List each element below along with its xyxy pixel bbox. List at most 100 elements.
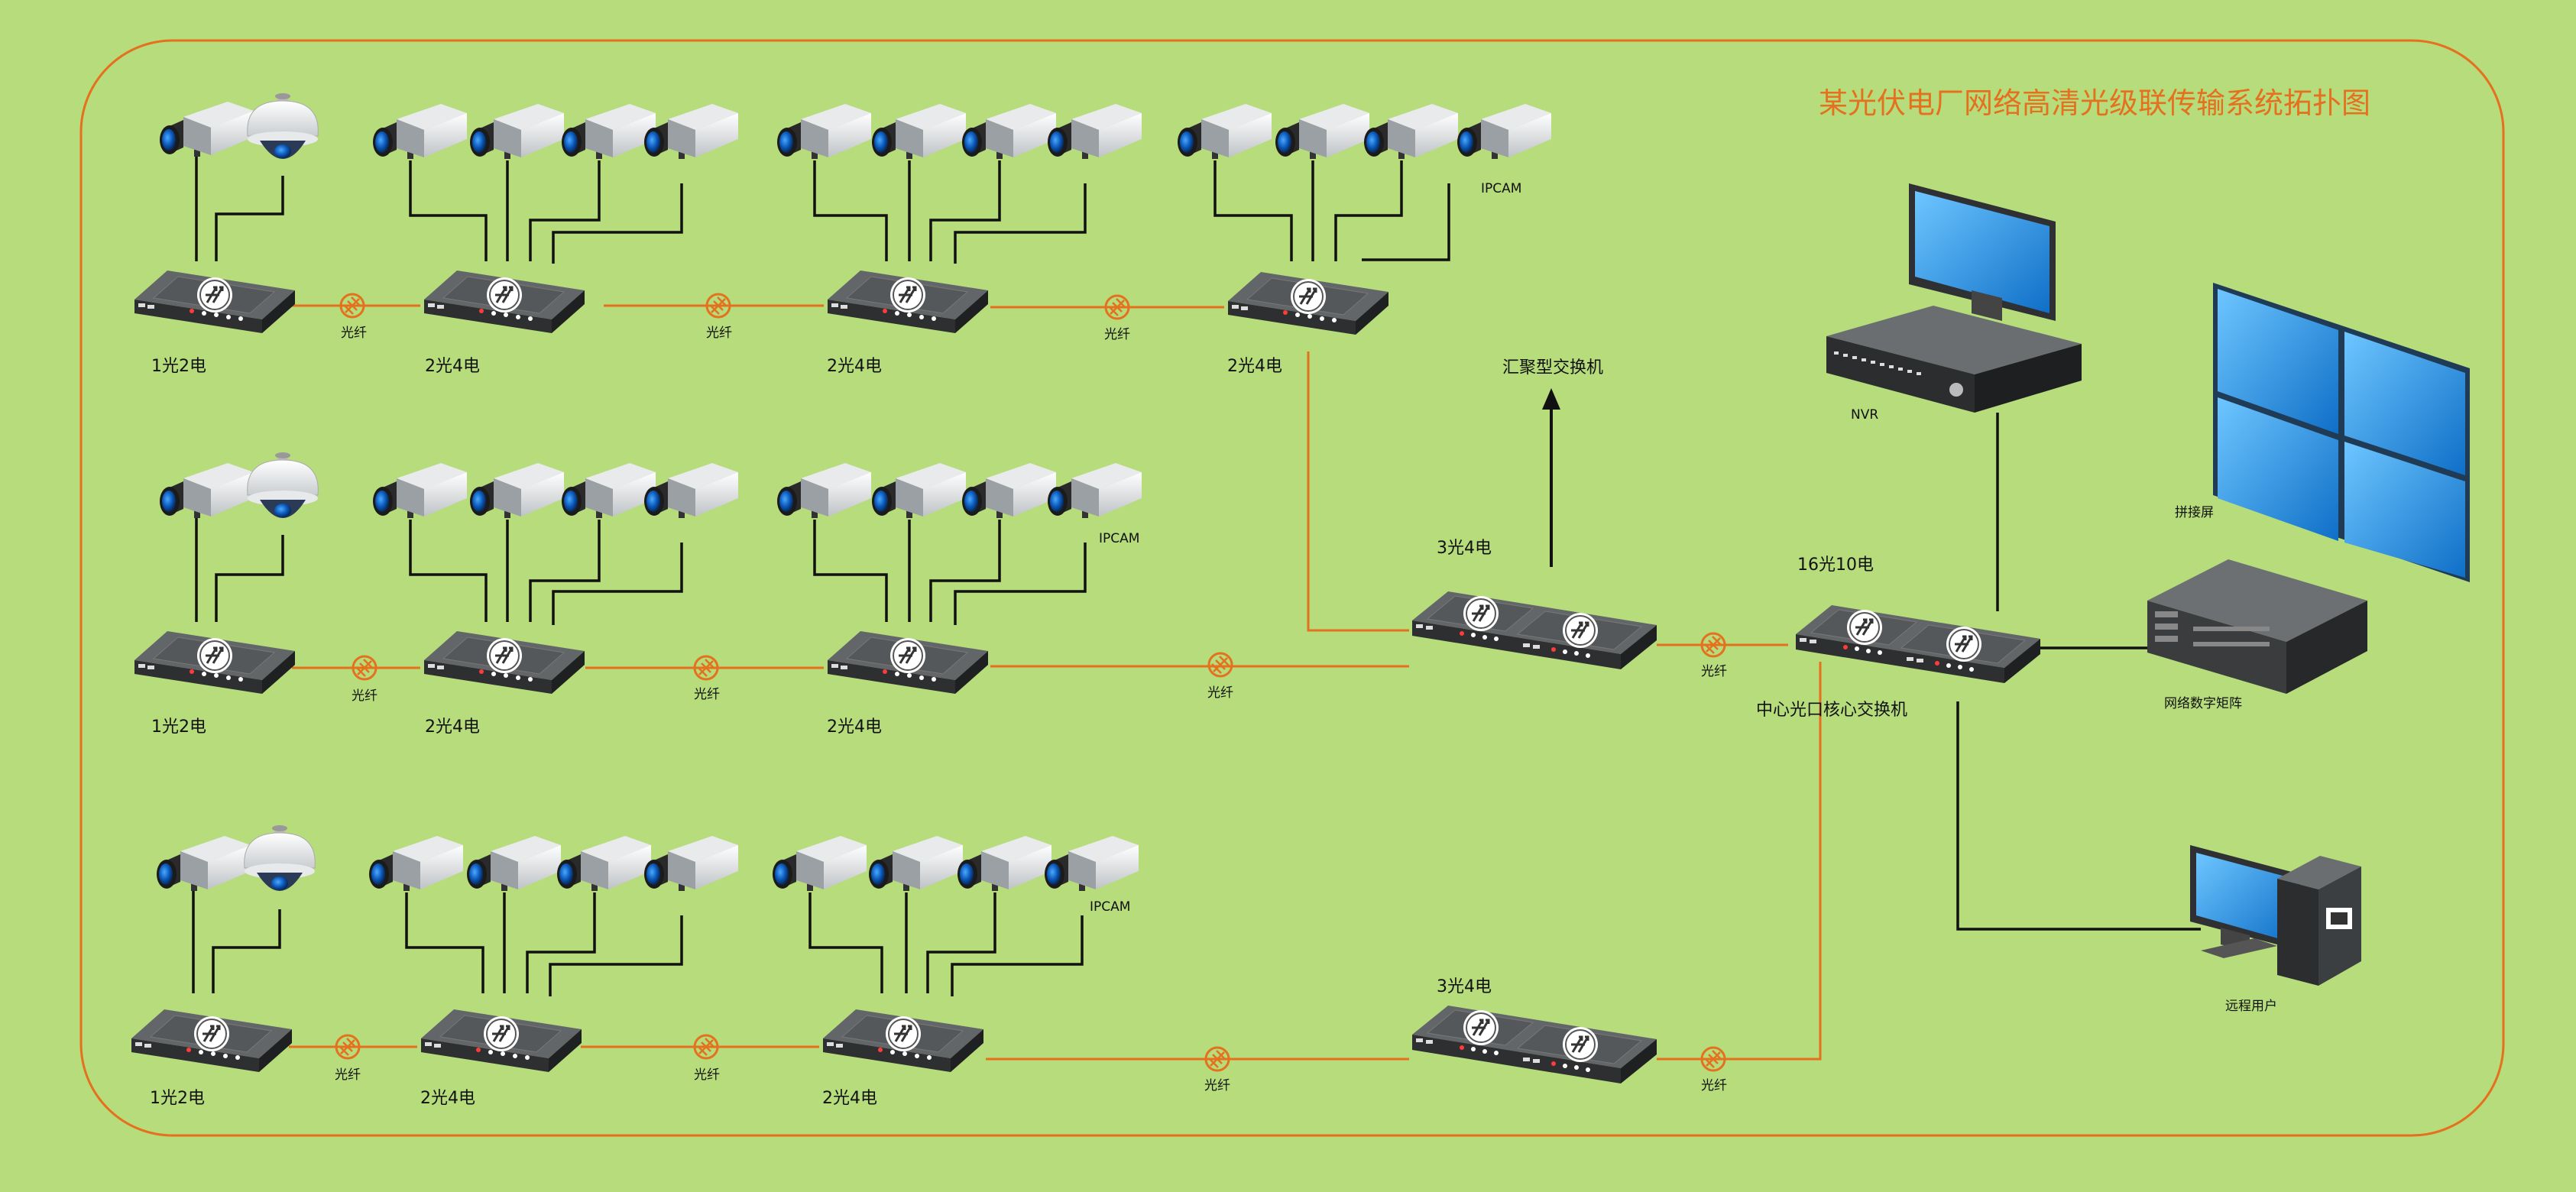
fiber-label: 光纤	[1104, 327, 1130, 342]
switch-label: 2光4电	[827, 357, 882, 376]
ipcam-label: IPCAM	[1481, 181, 1521, 196]
network-switch-icon	[133, 269, 296, 335]
box-camera-icon	[467, 836, 561, 891]
fiber-label: 光纤	[706, 326, 732, 341]
fiber-connector-icon	[1204, 1046, 1230, 1072]
fiber-connector-icon	[693, 655, 719, 681]
box-camera-icon	[1045, 836, 1139, 891]
box-camera-icon	[562, 463, 656, 518]
switch-label: 2光4电	[827, 717, 882, 737]
box-camera-icon	[644, 463, 738, 518]
desktop-computer-icon	[2190, 845, 2361, 986]
fiber-label: 光纤	[1701, 664, 1727, 679]
fiber-label: 光纤	[352, 688, 377, 704]
core-copper-links	[1956, 413, 2201, 931]
ipcam-label: IPCAM	[1090, 899, 1130, 915]
aggregation-switch-label: 汇聚型交换机	[1502, 358, 1603, 377]
fiber-label: 光纤	[1207, 685, 1233, 701]
switch-label: 2光4电	[425, 357, 480, 376]
matrix-label: 网络数字矩阵	[2164, 696, 2242, 711]
remote-user-label: 远程用户	[2225, 999, 2277, 1014]
row1-fiber-links	[292, 304, 1409, 632]
fiber-connector-icon	[339, 293, 365, 319]
network-switch-icon	[1794, 604, 2042, 685]
box-camera-icon	[1048, 463, 1142, 518]
network-switch-icon	[1226, 270, 1390, 336]
box-camera-icon	[470, 104, 564, 159]
box-camera-icon	[1457, 104, 1551, 159]
box-camera-icon	[1364, 104, 1458, 159]
box-camera-icon	[157, 836, 251, 891]
row1-copper-links	[195, 157, 1450, 264]
fiber-label: 光纤	[1204, 1078, 1230, 1093]
box-camera-icon	[962, 104, 1056, 159]
row3-fiber-links	[289, 1045, 1409, 1061]
box-camera-icon	[777, 104, 871, 159]
nvr-label: NVR	[1851, 407, 1878, 423]
fiber-connector-icon	[1207, 652, 1233, 678]
box-camera-icon	[869, 836, 963, 891]
nvr-icon	[1826, 183, 2082, 413]
network-switch-icon	[826, 630, 990, 695]
fiber-connector-icon	[693, 1034, 719, 1060]
server-rack-icon	[2147, 559, 2367, 694]
fiber-connector-icon	[1700, 632, 1726, 658]
row-1: 光纤 光纤 光纤 IPCAM 1光2电 2光4电 2光4电 2光4电	[133, 92, 1551, 632]
network-switch-icon	[133, 630, 296, 695]
fiber-label: 光纤	[335, 1067, 361, 1083]
box-camera-icon	[962, 463, 1056, 518]
box-camera-icon	[160, 463, 254, 518]
switch-label: 1光2电	[151, 717, 206, 737]
box-camera-icon	[160, 102, 254, 157]
box-camera-icon	[373, 104, 467, 159]
box-camera-icon	[1048, 104, 1142, 159]
dome-camera-icon	[247, 452, 319, 519]
switch-label: 3光4电	[1437, 977, 1492, 996]
video-wall-label: 拼接屏	[2175, 505, 2214, 520]
row-2: 光纤 光纤 光纤 IPCAM 1光2电 2光4电 2光4电	[133, 452, 1409, 737]
network-switch-icon	[1411, 1004, 1658, 1085]
fiber-connector-icon	[352, 655, 377, 681]
fiber-label: 光纤	[694, 687, 720, 702]
diagram-frame	[79, 39, 2505, 1137]
fiber-connector-icon	[335, 1034, 361, 1060]
fiber-label: 光纤	[1701, 1078, 1727, 1093]
box-camera-icon	[470, 463, 564, 518]
network-switch-icon	[826, 269, 990, 335]
network-switch-icon	[423, 630, 586, 695]
switch-label: 1光2电	[151, 357, 206, 376]
box-camera-icon	[1275, 104, 1369, 159]
network-switch-icon	[423, 269, 586, 335]
switch-label: 16光10电	[1797, 556, 1874, 575]
box-camera-icon	[644, 836, 738, 891]
dome-camera-icon	[247, 92, 319, 160]
box-camera-icon	[644, 104, 738, 159]
box-camera-icon	[373, 463, 467, 518]
box-camera-icon	[562, 104, 656, 159]
network-switch-icon	[420, 1008, 583, 1074]
box-camera-icon	[957, 836, 1051, 891]
row2-copper-links	[195, 518, 1087, 625]
core-fiber-links	[1657, 643, 1822, 1061]
box-camera-icon	[777, 463, 871, 518]
box-camera-icon	[872, 104, 966, 159]
fiber-connector-icon	[1104, 294, 1130, 320]
core-section: 汇聚型交换机 光纤 光纤 3光4电 3光4电 16光10电 中心光口核心交换机	[1411, 358, 2201, 1093]
network-switch-icon	[130, 1008, 293, 1074]
row-3: 光纤 光纤 光纤 IPCAM 1光2电 2光4电 2光4电	[130, 824, 1409, 1108]
switch-label: 1光2电	[150, 1089, 205, 1108]
arrow-up-icon	[1542, 388, 1560, 410]
dome-camera-icon	[244, 824, 316, 892]
box-camera-icon	[369, 836, 463, 891]
box-camera-icon	[557, 836, 651, 891]
network-switch-icon	[821, 1008, 985, 1074]
core-switch-label: 中心光口核心交换机	[1756, 701, 1907, 720]
switch-label: 2光4电	[420, 1089, 475, 1108]
fiber-connector-icon	[705, 293, 731, 319]
switch-label: 2光4电	[1227, 357, 1282, 376]
video-wall-icon	[2213, 283, 2470, 582]
box-camera-icon	[872, 463, 966, 518]
diagram-title: 某光伏电厂网络高清光级联传输系统拓扑图	[1819, 86, 2370, 120]
switch-label: 2光4电	[822, 1089, 877, 1108]
